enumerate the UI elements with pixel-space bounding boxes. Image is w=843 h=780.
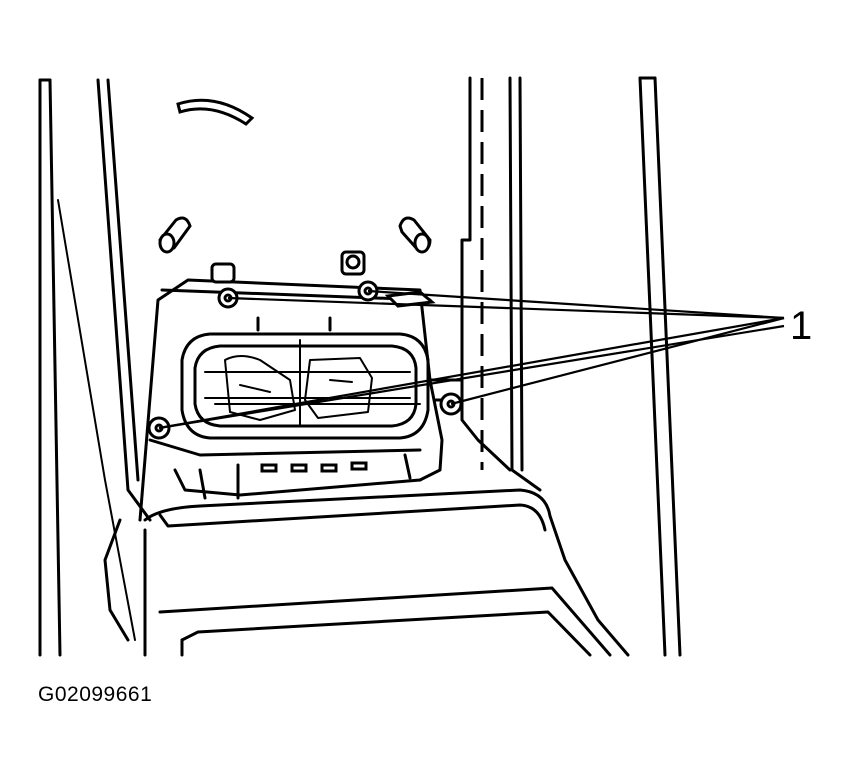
figure-id: G02099661	[38, 683, 153, 706]
right-pillar	[460, 76, 682, 657]
housing-tabs	[260, 461, 368, 473]
locating-pins	[158, 216, 432, 254]
lower-console	[143, 488, 630, 657]
callout-leaders	[158, 289, 785, 430]
trim-arc	[176, 98, 255, 126]
speaker-grille	[180, 332, 430, 440]
left-pillar	[38, 78, 152, 657]
callout-number: 1	[790, 304, 812, 348]
speaker-housing	[138, 278, 464, 522]
